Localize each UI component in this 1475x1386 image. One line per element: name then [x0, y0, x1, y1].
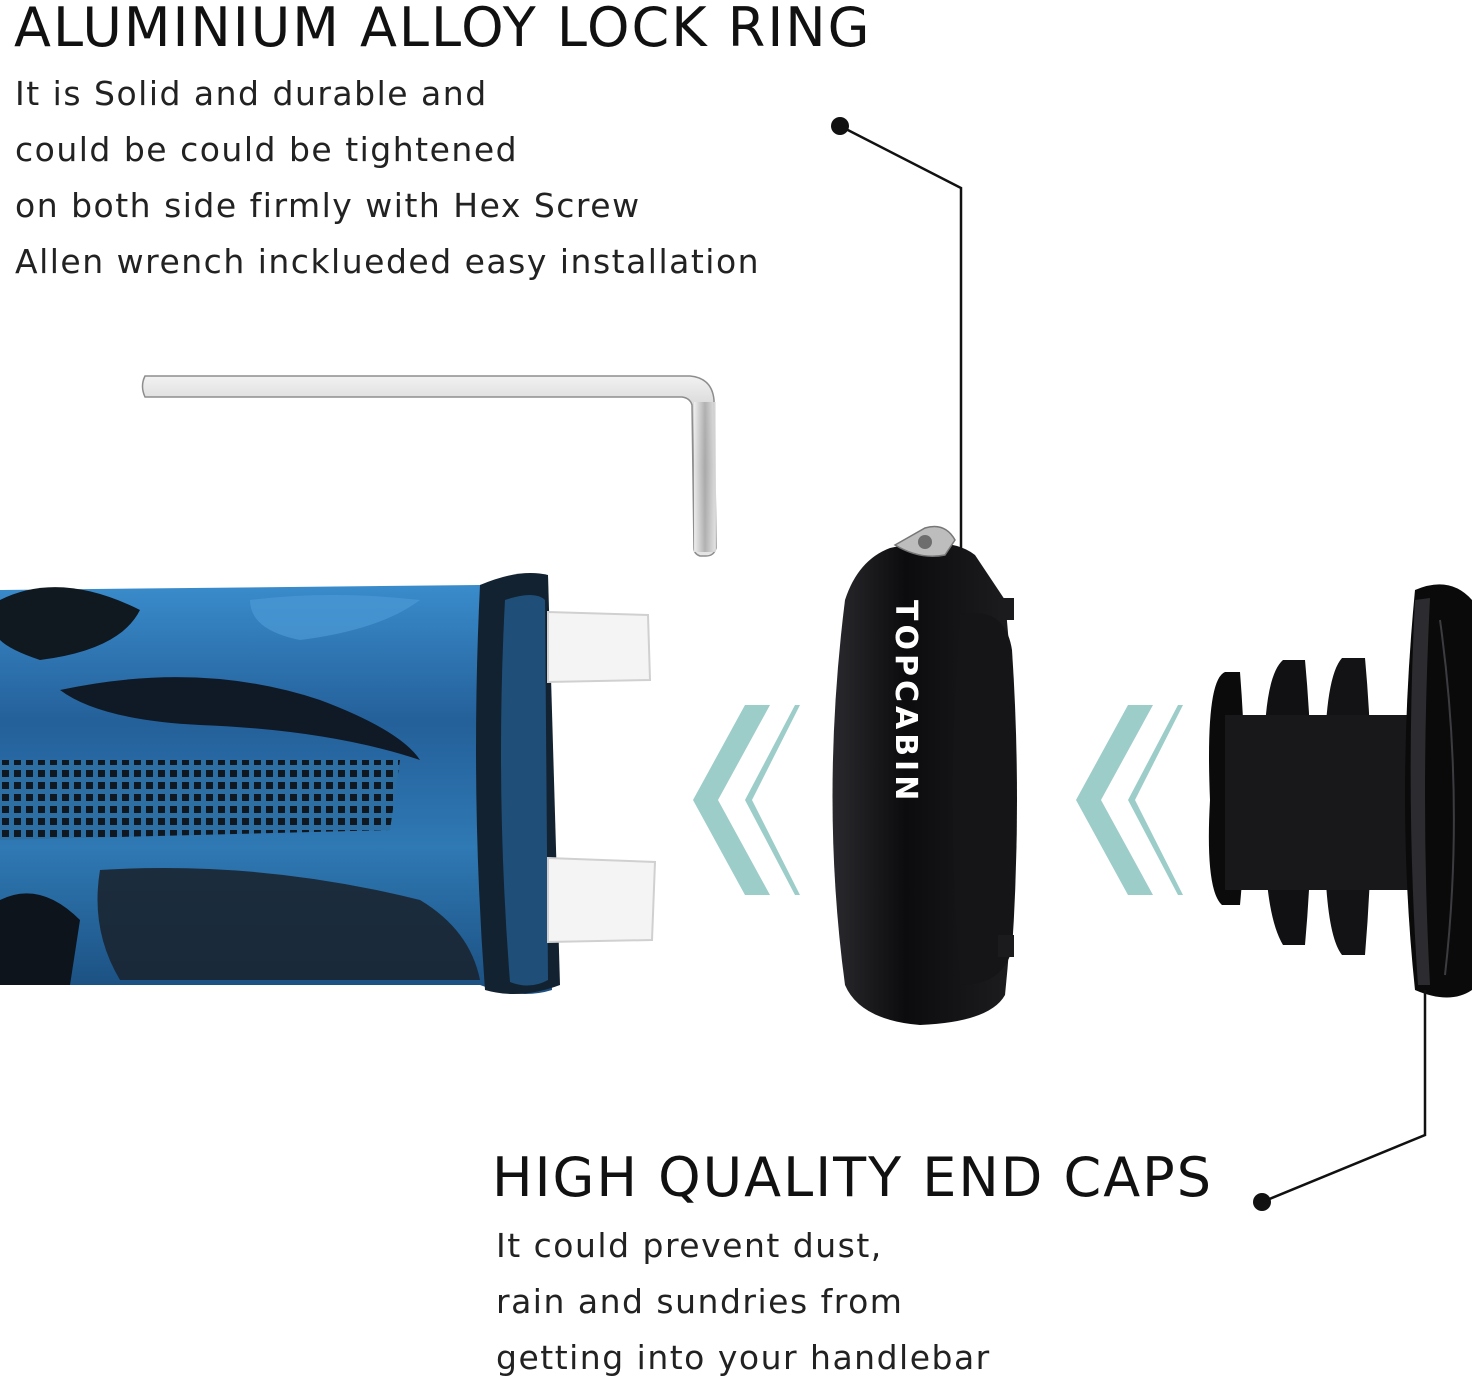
ring-brand-text: TOPCABIN — [888, 600, 923, 804]
end-caps-line-2: rain and sundries from — [496, 1282, 904, 1321]
end-caps-line-3: getting into your handlebar — [496, 1338, 991, 1377]
end-caps-title: HIGH QUALITY END CAPS — [492, 1146, 1214, 1209]
lock-ring-title: ALUMINIUM ALLOY LOCK RING — [14, 0, 872, 59]
lock-ring-callout — [831, 117, 963, 548]
end-caps-callout — [1253, 990, 1427, 1211]
lock-ring-line-1: It is Solid and durable and — [15, 74, 488, 113]
arrow-left-2 — [1076, 705, 1183, 895]
lock-ring — [832, 525, 1017, 1025]
lock-ring-line-4: Allen wrench incklueded easy installatio… — [15, 242, 761, 281]
handlebar-grip — [0, 572, 560, 994]
end-caps-description: It could prevent dust, rain and sundries… — [496, 1218, 991, 1386]
grip-insert-tabs — [547, 610, 657, 944]
allen-wrench — [141, 375, 717, 557]
arrow-left-1 — [693, 705, 800, 895]
lock-ring-description: It is Solid and durable and could be cou… — [15, 66, 760, 290]
end-cap — [1208, 584, 1472, 998]
end-caps-line-1: It could prevent dust, — [496, 1226, 883, 1265]
lock-ring-line-3: on both side firmly with Hex Screw — [15, 186, 641, 225]
lock-ring-line-2: could be could be tightened — [15, 130, 519, 169]
